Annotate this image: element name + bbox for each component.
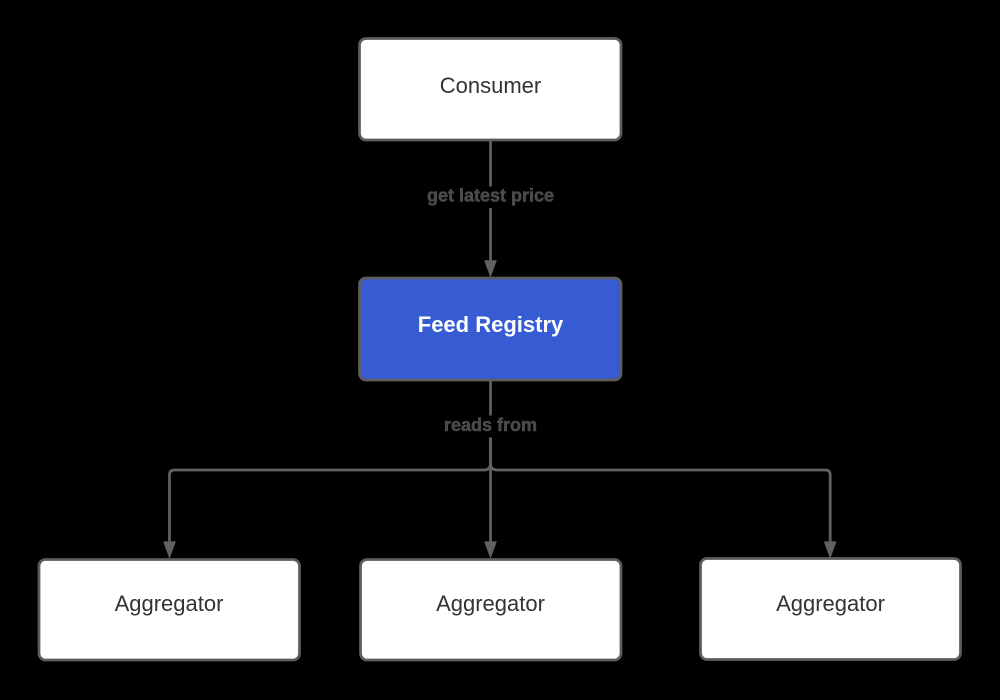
svg-text:Aggregator: Aggregator <box>776 591 885 616</box>
svg-text:Feed Registry: Feed Registry <box>418 312 564 337</box>
svg-text:Consumer: Consumer <box>440 73 541 98</box>
svg-text:Aggregator: Aggregator <box>436 591 545 616</box>
svg-text:get latest price: get latest price <box>427 186 554 206</box>
svg-text:reads from: reads from <box>444 415 537 435</box>
svg-text:Aggregator: Aggregator <box>115 591 224 616</box>
